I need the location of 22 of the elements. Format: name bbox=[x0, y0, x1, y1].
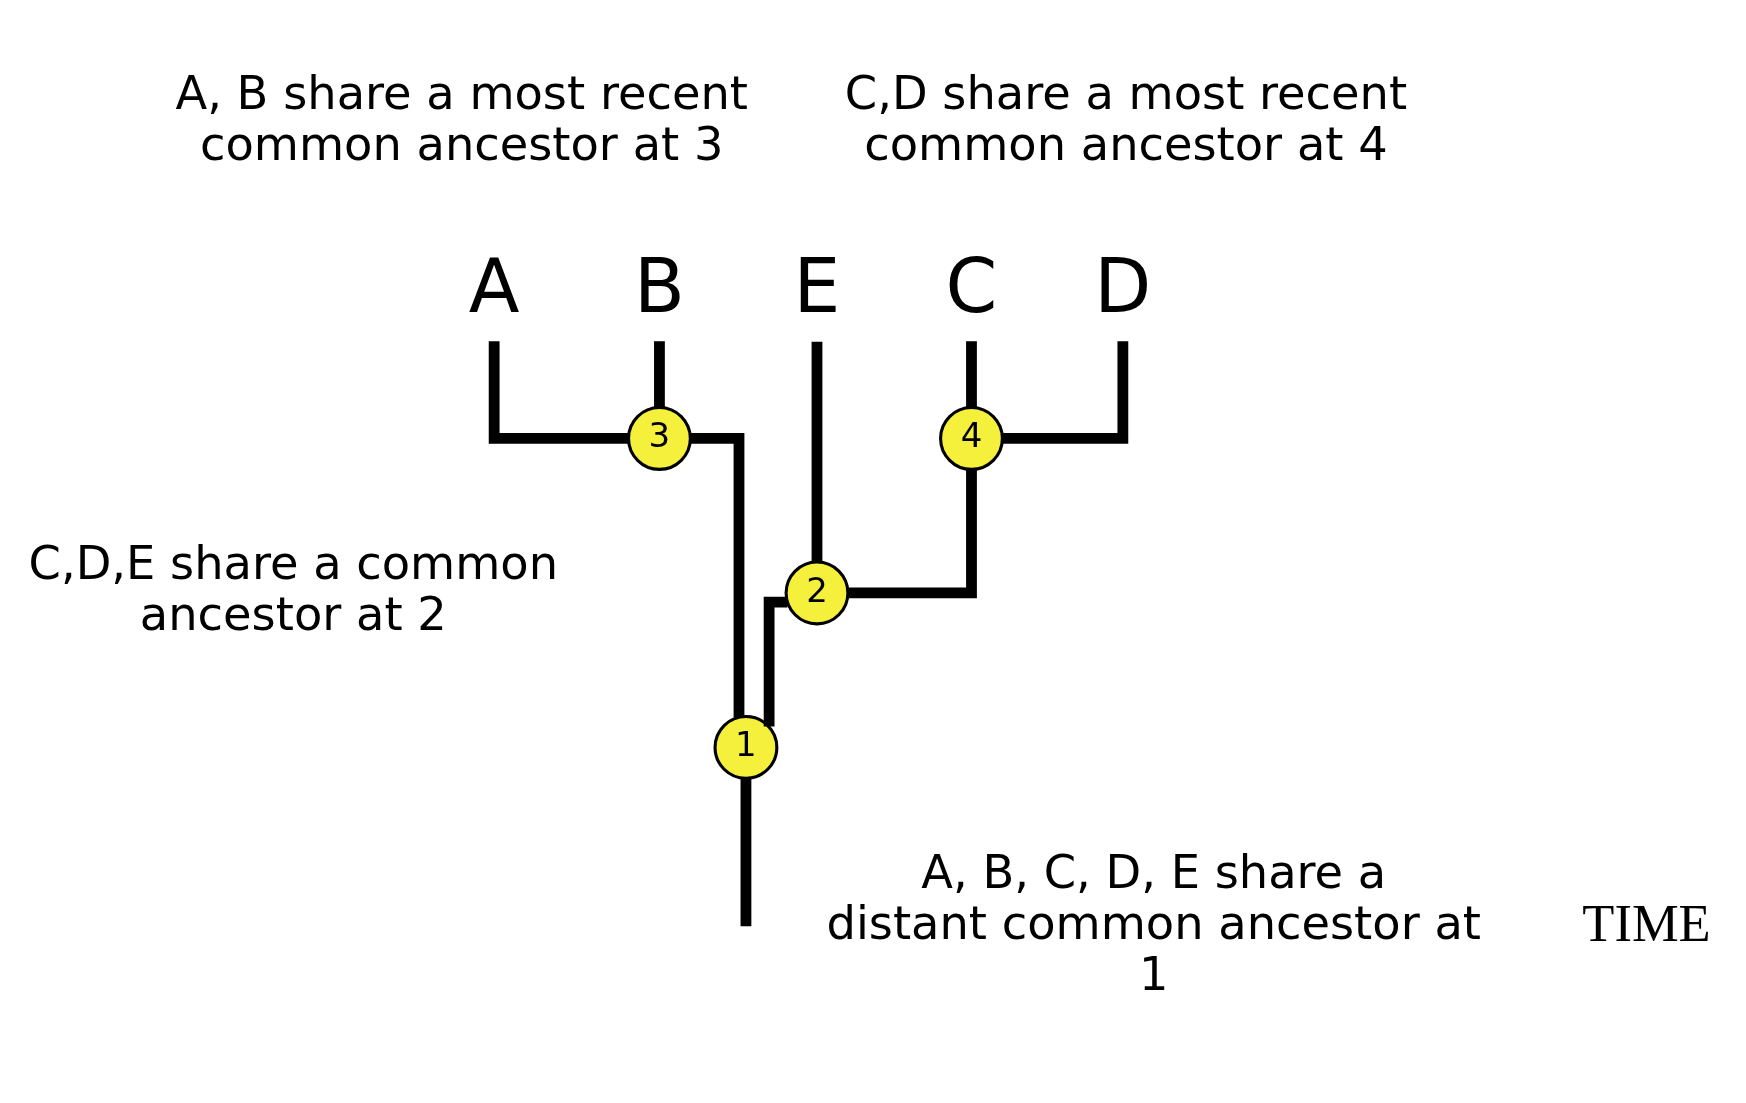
node-circle: 4 bbox=[939, 405, 1004, 471]
label: A, B, C, D, E share a distant common ancestor at 1 bbox=[826, 844, 1481, 1001]
node-text: E bbox=[793, 242, 841, 329]
label: C,D,E share a common ancestor at 2 bbox=[28, 535, 559, 641]
connector bbox=[488, 340, 629, 444]
connector bbox=[848, 469, 977, 598]
node-text: A bbox=[468, 242, 520, 329]
node-text: B bbox=[634, 242, 685, 329]
connector bbox=[654, 340, 665, 407]
label: C,D share a most recent common ancestor at 4 bbox=[844, 65, 1408, 171]
connector bbox=[740, 778, 752, 926]
connector bbox=[1002, 340, 1129, 444]
node-circle: 1 bbox=[713, 714, 779, 780]
label: A, B share a most recent common ancestor at 3 bbox=[175, 65, 748, 171]
connector bbox=[811, 341, 823, 561]
connector bbox=[763, 596, 788, 727]
node-text: D bbox=[1094, 242, 1152, 329]
label: TIME bbox=[1582, 893, 1711, 952]
connector bbox=[966, 340, 977, 407]
node-text: C bbox=[945, 242, 998, 329]
node-circle: 3 bbox=[627, 405, 692, 471]
node-circle: 2 bbox=[784, 560, 850, 625]
